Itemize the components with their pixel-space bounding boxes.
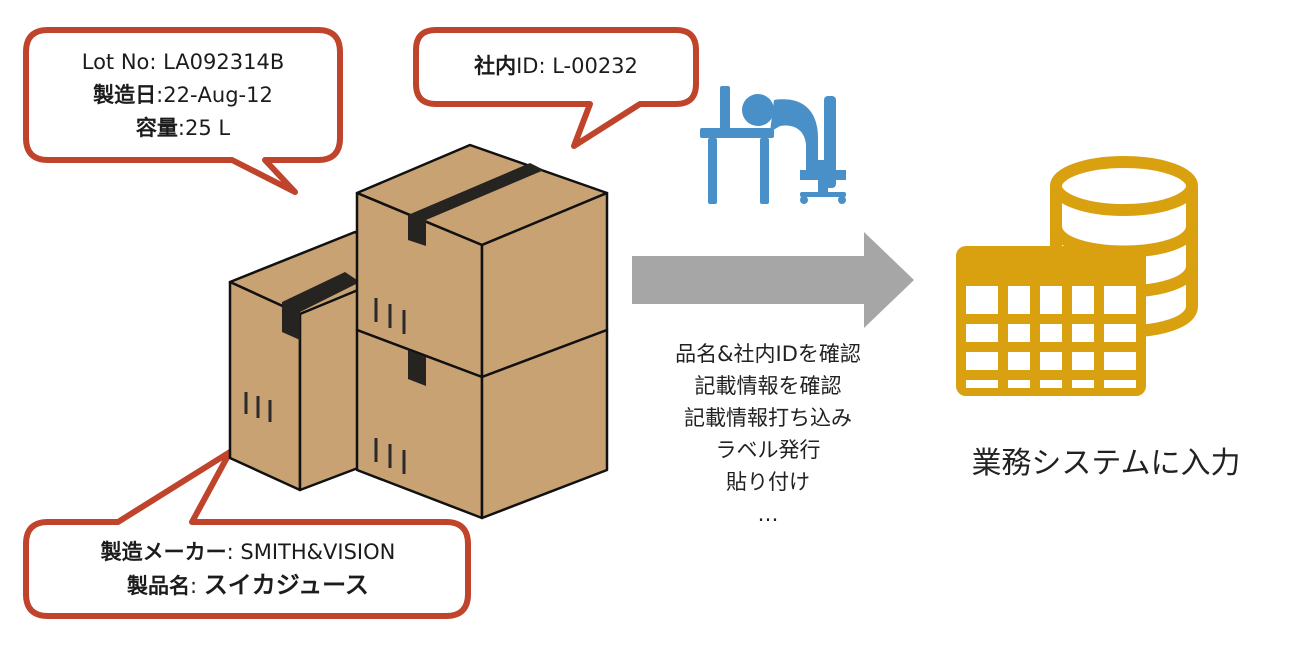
product-name-label: 製品名 xyxy=(127,574,190,598)
step-item: 品名&社内IDを確認 xyxy=(628,338,908,370)
capacity-label: 容量 xyxy=(136,116,178,140)
internal-id-label: 社内 xyxy=(474,54,516,78)
callout-id-text: 社内ID: L-00232 xyxy=(426,50,686,83)
maker-label: 製造メーカー xyxy=(101,540,227,564)
step-item: … xyxy=(628,498,908,530)
spreadsheet-grid-icon xyxy=(956,246,1146,396)
callout-id-bubble xyxy=(416,30,696,146)
worker-at-desk-icon xyxy=(700,86,846,204)
right-arrow xyxy=(632,232,914,328)
maker-value: : SMITH&VISION xyxy=(227,540,396,564)
manufacture-date-label: 製造日 xyxy=(93,83,156,107)
step-item: 記載情報打ち込み xyxy=(628,402,908,434)
manufacture-date-value: :22-Aug-12 xyxy=(156,83,273,107)
step-item: 貼り付け xyxy=(628,466,908,498)
callout-maker-text: 製造メーカー: SMITH&VISION 製品名: スイカジュース xyxy=(36,536,460,603)
left-box-side xyxy=(300,290,358,490)
cardboard-boxes-icon xyxy=(230,145,607,518)
manual-steps-list: 品名&社内IDを確認 記載情報を確認 記載情報打ち込み ラベル発行 貼り付け … xyxy=(628,338,908,530)
product-name-value: スイカジュース xyxy=(204,571,369,599)
lot-number: Lot No: LA092314B xyxy=(40,46,326,79)
internal-id-value: ID: L-00232 xyxy=(516,54,638,78)
step-item: 記載情報を確認 xyxy=(628,370,908,402)
capacity-value: :25 L xyxy=(178,116,230,140)
step-item: ラベル発行 xyxy=(628,434,908,466)
callout-lot-text: Lot No: LA092314B 製造日:22-Aug-12 容量:25 L xyxy=(40,46,326,145)
system-input-label: 業務システムに入力 xyxy=(936,438,1276,482)
product-name-sep: : xyxy=(190,574,204,598)
